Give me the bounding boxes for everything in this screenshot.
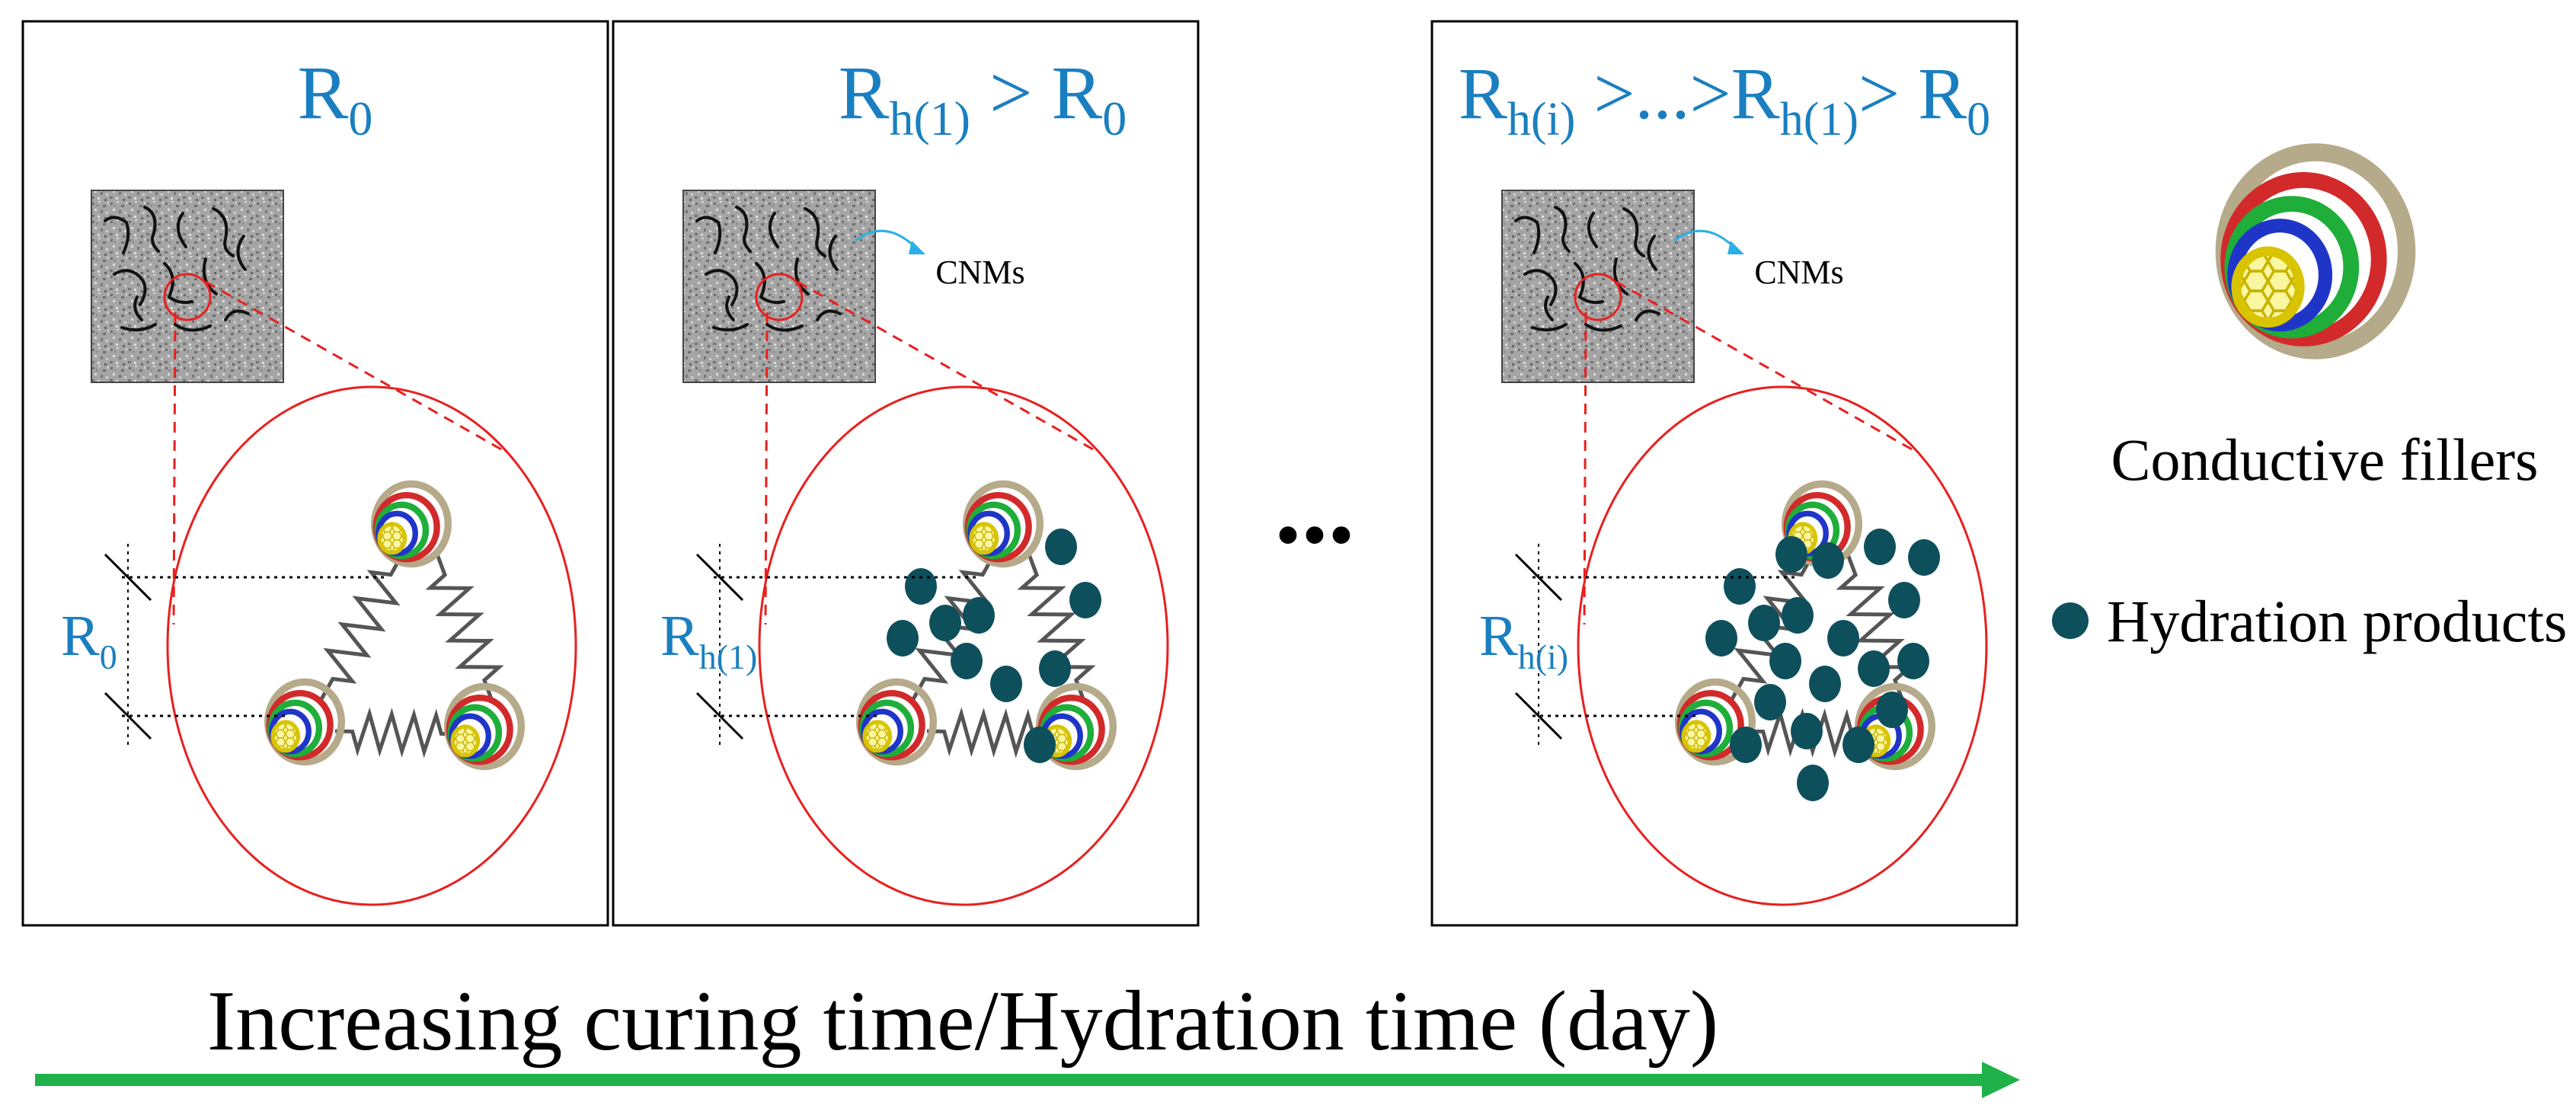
resistor-spring-icon xyxy=(425,554,504,701)
hydration-product-dot xyxy=(990,666,1022,702)
dimension-tick-top xyxy=(1514,553,1563,602)
dimension-tick-bottom xyxy=(104,692,152,740)
arrow-head-icon xyxy=(909,241,925,254)
cnms-label: CNMs xyxy=(935,254,1024,291)
panel-1: R0 xyxy=(61,190,577,906)
carbon-nanotube-icon xyxy=(860,682,934,762)
hydration-product-dot xyxy=(1809,666,1841,702)
carbon-nanotube-icon xyxy=(448,687,522,767)
hydration-product-dot xyxy=(1045,529,1077,565)
hydration-product-dot xyxy=(887,620,919,656)
zoom-line-left xyxy=(1583,311,1587,625)
hydration-product-dot xyxy=(1754,684,1786,720)
panel-3-frame xyxy=(1430,20,2018,927)
hydration-product-dot xyxy=(1069,582,1101,618)
carbon-nanotube-icon xyxy=(2224,152,2406,350)
zoom-line-left xyxy=(764,311,769,625)
cnm-fibers xyxy=(695,206,842,332)
resistor-spring-icon xyxy=(926,707,1051,759)
zoom-ellipse xyxy=(1577,385,1988,906)
arrow-head-icon xyxy=(1727,241,1744,254)
zoom-line-right xyxy=(205,280,502,451)
carbon-nanotube-icon xyxy=(967,484,1040,564)
legend: Conductive fillers Hydration products xyxy=(2052,152,2567,654)
hydration-product-dot xyxy=(1888,582,1920,618)
curing-time-caption: Increasing curing time/Hydration time (d… xyxy=(207,974,1718,1068)
panel-frames xyxy=(21,20,2018,927)
hydration-product-dot xyxy=(1775,536,1807,573)
zoom-line-left xyxy=(172,311,177,625)
zoom-circle-small xyxy=(1574,273,1622,321)
hydration-product-dot xyxy=(963,597,995,634)
dimension-label: Rh(i) xyxy=(1479,604,1568,676)
dimension-label: Rh(1) xyxy=(660,604,757,676)
resistor-spring-icon xyxy=(1017,554,1096,701)
cnms-pointer-arrow xyxy=(1673,229,1737,250)
hydration-product-dot xyxy=(1730,727,1762,763)
panel-1-frame xyxy=(21,20,609,927)
hydration-product-dot xyxy=(1769,643,1801,679)
hydration-product-dot xyxy=(1908,539,1940,576)
carbon-nanotube-icon xyxy=(268,682,342,762)
hydration-product-dot xyxy=(1812,542,1844,579)
dimension-tick-top xyxy=(695,553,744,602)
panel-3-title: Rh(i) >...>Rh(1)> R0 xyxy=(1459,53,1990,145)
ellipsis-text: ... xyxy=(1275,448,1355,566)
arrow-right-icon xyxy=(35,1062,2020,1098)
dimension-label: R0 xyxy=(61,604,117,676)
cement-matrix-texture xyxy=(91,190,284,383)
zoom-line-right xyxy=(797,280,1094,451)
hydration-product-dot xyxy=(1876,692,1908,728)
dimension-tick-bottom xyxy=(1514,692,1563,740)
panel-2-frame xyxy=(612,20,1200,927)
resistor-spring-icon xyxy=(334,707,459,759)
cnm-fibers xyxy=(104,206,250,332)
cnms-label: CNMs xyxy=(1754,254,1843,291)
zoom-circle-small xyxy=(755,273,804,321)
zoom-line-right xyxy=(1616,280,1913,451)
panel-1-title: R0 xyxy=(298,50,373,145)
hydration-product-dot xyxy=(1827,620,1859,656)
dimension-tick-top xyxy=(104,553,152,602)
panel-2-title: Rh(1) > R0 xyxy=(839,50,1127,145)
hydration-product-dot xyxy=(1791,713,1823,749)
hydration-product-dot xyxy=(1039,650,1071,687)
hydration-product-dot xyxy=(1782,597,1814,634)
hydration-product-dot xyxy=(1724,568,1756,605)
hydration-product-dot xyxy=(1797,765,1829,801)
hydration-product-dot xyxy=(951,643,983,679)
hydration-product-dot xyxy=(1864,529,1896,565)
zoom-circle-small xyxy=(163,273,212,321)
hydration-product-dot xyxy=(1705,620,1737,656)
hydration-product-dot xyxy=(1748,605,1780,641)
cnm-fibers xyxy=(1514,206,1660,332)
hydration-product-dot xyxy=(905,568,937,605)
hydration-dot-icon xyxy=(2052,602,2089,639)
dimension-tick-bottom xyxy=(695,692,744,740)
zoom-ellipse xyxy=(166,385,577,906)
hydration-product-dot xyxy=(1858,650,1890,687)
cement-matrix-texture xyxy=(1501,190,1695,383)
zoom-ellipse xyxy=(758,385,1169,906)
cement-matrix-texture xyxy=(682,190,876,383)
legend-conductive-fillers-label: Conductive fillers xyxy=(2111,426,2538,493)
hydration-product-dot xyxy=(1843,727,1874,763)
carbon-nanotube-icon xyxy=(375,484,449,564)
hydration-product-dot xyxy=(1024,727,1056,763)
resistor-spring-icon xyxy=(319,553,404,701)
hydration-product-dot xyxy=(929,605,961,641)
hydration-product-dot xyxy=(1897,643,1929,679)
legend-hydration-products-label: Hydration products xyxy=(2107,588,2567,654)
cnms-pointer-arrow xyxy=(855,229,918,250)
